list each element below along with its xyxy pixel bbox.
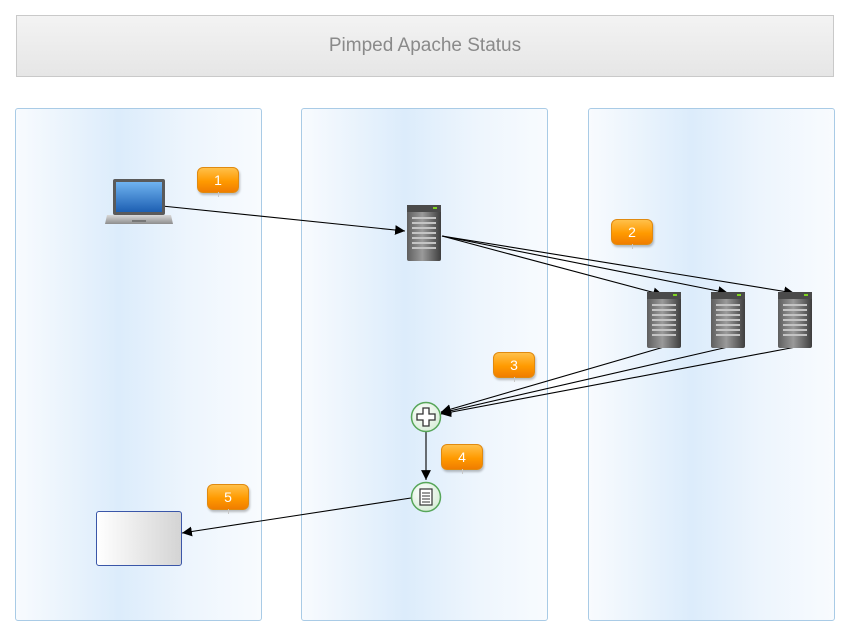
arrow-proxy-to-backend-1 bbox=[441, 235, 664, 298]
arrow-proxy-to-backend-2 bbox=[441, 235, 729, 296]
arrow-backend-2-to-merge bbox=[440, 346, 729, 416]
arrow-backend-1-to-merge bbox=[440, 346, 665, 414]
laptop-icon bbox=[105, 179, 173, 224]
step-badge-4: 4 bbox=[441, 444, 483, 474]
server-icon bbox=[711, 292, 745, 348]
step-badge-1: 1 bbox=[197, 167, 239, 197]
plus-icon bbox=[410, 401, 442, 433]
step-badge-5: 5 bbox=[207, 484, 249, 514]
server-icon bbox=[778, 292, 812, 348]
step-badge-2: 2 bbox=[611, 219, 653, 249]
arrow-proxy-to-backend-3 bbox=[441, 235, 795, 297]
server-icon bbox=[407, 205, 441, 261]
swimlane-backends bbox=[588, 108, 835, 621]
server-icon bbox=[647, 292, 681, 348]
arrow-backend-3-to-merge bbox=[440, 346, 797, 418]
step-badge-3: 3 bbox=[493, 352, 535, 382]
arrow-render-to-client bbox=[181, 497, 412, 537]
result-page-box bbox=[96, 511, 182, 566]
list-icon bbox=[410, 481, 442, 513]
diagram-title: Pimped Apache Status bbox=[16, 15, 834, 77]
arrow-client-to-proxy bbox=[161, 205, 406, 235]
